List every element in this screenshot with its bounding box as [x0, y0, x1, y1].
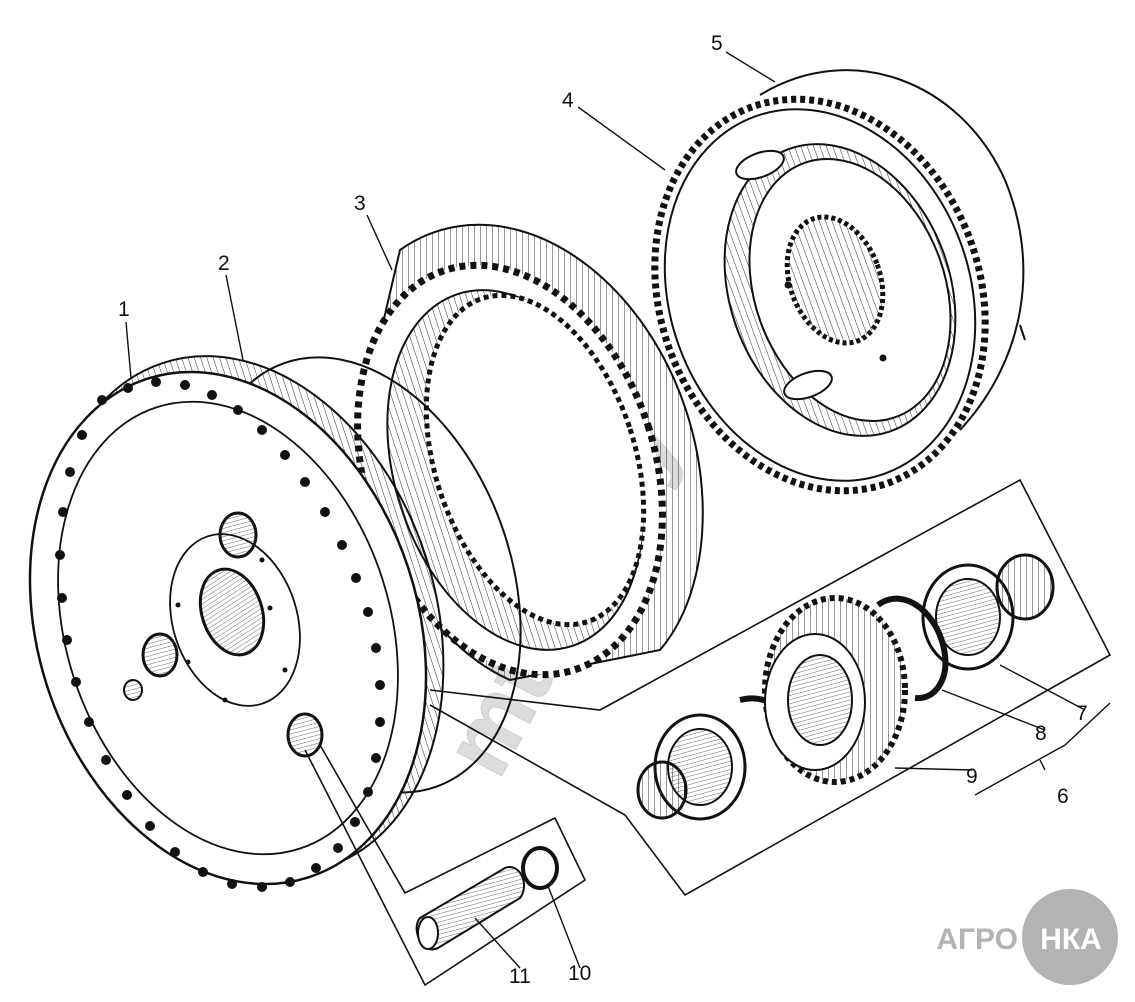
flange-bolt-holes: [55, 377, 385, 892]
callout-3: 3: [354, 192, 366, 215]
part-10-11-group-frame: [304, 744, 587, 987]
part-3-ring-gear: [354, 223, 704, 682]
callout-2: 2: [218, 252, 230, 275]
callout-11: 11: [509, 965, 531, 988]
part-4-carrier-gear: [651, 95, 989, 495]
part-10-o-ring: [521, 846, 559, 890]
callout-5: 5: [711, 32, 723, 55]
callout-10: 10: [568, 962, 591, 985]
part-6-group-frame: [429, 478, 1112, 897]
logo-text-left: АГРО: [936, 923, 1018, 956]
callout-labels: 1 2 3 4 5 6 7 8 9 10 11: [118, 32, 1088, 988]
callout-6: 6: [1057, 785, 1069, 808]
callout-1: 1: [118, 298, 130, 321]
callout-8: 8: [1035, 722, 1047, 745]
logo-circle: [1022, 889, 1118, 985]
leader-lines: [125, 51, 1111, 969]
callout-9: 9: [966, 765, 978, 788]
part-11-pin: [415, 866, 525, 951]
logo-text-right: НКА: [1040, 923, 1102, 956]
callout-4: 4: [562, 89, 574, 112]
agronka-logo: АГРО НКА: [936, 889, 1118, 985]
callout-7: 7: [1076, 702, 1088, 725]
part-5-snap-ring: [759, 69, 1026, 431]
part-9-spur-gear: [762, 595, 908, 785]
